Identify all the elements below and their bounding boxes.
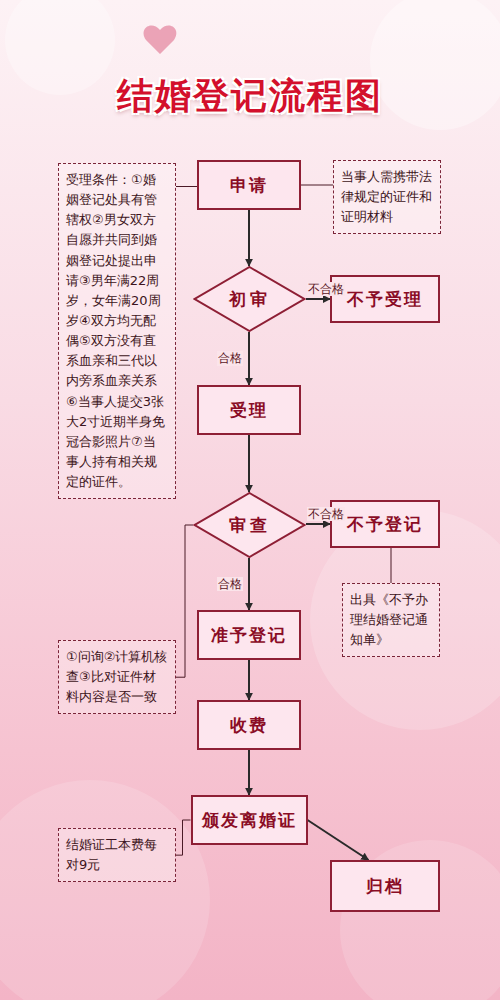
note-text: 出具《不予办理结婚登记通知单》 [350,590,432,650]
flow-arrow [248,750,250,795]
decision-diamond: 初审 [193,266,306,332]
note-text: 受理条件：①婚姻登记处具有管辖权②男女双方自愿并共同到婚姻登记处提出申请③男年满… [66,170,168,492]
note-box: 受理条件：①婚姻登记处具有管辖权②男女双方自愿并共同到婚姻登记处提出申请③男年满… [58,163,176,499]
flow-arrow [306,523,330,525]
leader-line [176,186,197,187]
flow-arrow [248,210,250,266]
flower-decoration [370,0,500,130]
edge-label: 合格 [217,577,243,591]
step-label: 初审 [229,288,271,311]
note-box: 结婚证工本费每对9元 [58,828,176,882]
note-text: 结婚证工本费每对9元 [66,835,168,875]
flow-arrow [248,435,250,492]
flow-arrow [248,660,250,700]
leader-line [176,820,191,855]
heart-decoration [144,25,177,54]
page-title: 结婚登记流程图 [0,72,500,121]
process-box: 不予登记 [330,500,440,548]
process-box: 收费 [197,700,301,750]
step-label: 申请 [230,174,268,197]
edge-label: 不合格 [307,507,345,521]
flower-decoration [5,0,115,95]
leader-line [391,548,392,583]
note-box: 出具《不予办理结婚登记通知单》 [342,583,440,657]
flower-decoration [0,780,210,1000]
leader-line [176,525,193,677]
edge-label: 不合格 [307,282,345,296]
leader-line [301,185,333,186]
step-label: 不予受理 [347,288,423,311]
step-label: 审查 [229,514,271,537]
note-text: ①问询②计算机核查③比对证件材料内容是否一致 [66,647,168,707]
flow-arrow [248,558,250,610]
process-box: 归档 [330,860,440,912]
note-box: 当事人需携带法律规定的证件和证明材料 [333,160,441,234]
step-label: 收费 [230,714,268,737]
decision-diamond: 审查 [193,492,306,558]
flow-arrow [308,820,369,860]
note-text: 当事人需携带法律规定的证件和证明材料 [341,167,433,227]
process-box: 准予登记 [197,610,301,660]
process-box: 受理 [197,385,301,435]
step-label: 不予登记 [347,513,423,536]
process-box: 不予受理 [330,275,440,323]
step-label: 准予登记 [211,624,287,647]
step-label: 受理 [230,399,268,422]
note-box: ①问询②计算机核查③比对证件材料内容是否一致 [58,640,176,714]
flow-arrow [248,332,250,385]
step-label: 归档 [366,875,404,898]
process-box: 申请 [197,160,301,210]
process-box: 颁发离婚证 [191,795,308,845]
step-label: 颁发离婚证 [202,809,297,832]
flow-arrow [306,298,330,300]
edge-label: 合格 [217,351,243,365]
